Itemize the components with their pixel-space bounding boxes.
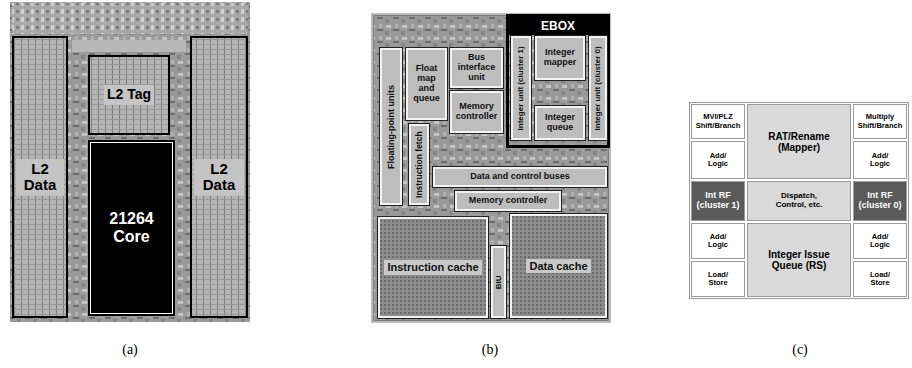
group-heading: EBOX [509,17,607,35]
unit-cell: Add/ Logic [691,141,745,179]
die-region: Data and control buses [433,167,607,187]
die-region: Instruction fetch [409,124,429,205]
region-label: Instruction fetch [414,127,423,202]
die-region: Float map and queue [406,48,447,120]
region-label: Integer queue [538,113,582,133]
panel-caption: (a) [110,342,150,357]
region-label: Multiply Shift/Branch [856,113,904,130]
unit-cell: Add/ Logic [691,223,745,259]
die-region: Memory controller [455,191,561,211]
region-label: Int RF (cluster 0) [856,191,904,211]
region-label: Add/ Logic [705,152,731,169]
die-region: Memory controller [450,91,503,133]
region-label: MVI/PLZ Shift/Branch [694,113,742,130]
region-label: Int RF (cluster 1) [694,191,742,211]
region-label: Instruction cache [384,260,481,274]
region-label: RAT/Rename (Mapper) [759,131,839,153]
register-file-cell: Int RF (cluster 1) [691,181,745,221]
unit-cell: Multiply Shift/Branch [853,104,907,139]
region-label: Integer unit (cluster 1) [517,39,526,137]
region-label: Load/ Store [867,271,893,288]
die-region: Integer queue [535,106,585,140]
stage-cell: Dispatch, Control, etc. [747,181,851,221]
unit-cell: MVI/PLZ Shift/Branch [691,104,745,139]
die-region: Integer unit (cluster 1) [511,36,531,140]
panel-caption: (c) [780,342,820,357]
region-label: Integer unit (cluster 0) [594,39,603,137]
region-label: Memory controller [453,102,500,122]
l2-tag-array: L2 Tag [88,55,170,135]
region-label: Load/ Store [705,271,731,288]
die-b [372,14,610,322]
die-region: Bus interface unit [450,48,503,88]
region-label: Add/ Logic [867,233,893,250]
region-label: Integer Issue Queue (RS) [759,249,839,271]
region-label: BIU [494,249,503,315]
region-label: Add/ Logic [705,233,731,250]
region-label: Add/ Logic [867,152,893,169]
die-region: Floating-point units [380,48,402,205]
region-label: Bus interface unit [453,53,500,83]
l2-data-array: L2 Data [12,36,68,318]
region-label: Data cache [526,259,590,273]
cache-region: Data cache [510,214,607,318]
region-label: Memory controller [469,196,548,206]
die-region: Integer mapper [535,36,585,80]
region-label: Data and control buses [470,172,570,182]
register-file-cell: Int RF (cluster 0) [853,181,907,221]
unit-cell: Load/ Store [853,261,907,297]
stage-cell: RAT/Rename (Mapper) [747,104,851,179]
region-label: Dispatch, Control, etc. [774,192,824,210]
ebox-group: EBOX Integer unit (cluster 1) Integer mapp… [506,14,610,148]
cache-region: Instruction cache [378,217,488,318]
region-label: Floating-point units [386,51,396,202]
region-label: Integer mapper [538,48,582,68]
stage-cell: Integer Issue Queue (RS) [747,223,851,297]
region-label: L2 Data [16,159,64,196]
die-a [10,2,250,322]
region-label: L2 Tag [104,85,154,104]
die-region: Integer unit (cluster 0) [589,36,607,140]
core-block: 21264 Core [88,140,175,316]
unit-cell: Add/ Logic [853,141,907,179]
die-region: BIU [491,246,506,318]
grid-frame [690,103,909,299]
unit-cell: Add/ Logic [853,223,907,259]
unit-cell: Load/ Store [691,261,745,297]
panel-caption: (b) [470,342,510,357]
region-label: L2 Data [194,159,244,196]
region-label: 21264 Core [92,210,171,245]
region-label: Float map and queue [409,64,444,104]
l2-data-array: L2 Data [190,36,248,318]
